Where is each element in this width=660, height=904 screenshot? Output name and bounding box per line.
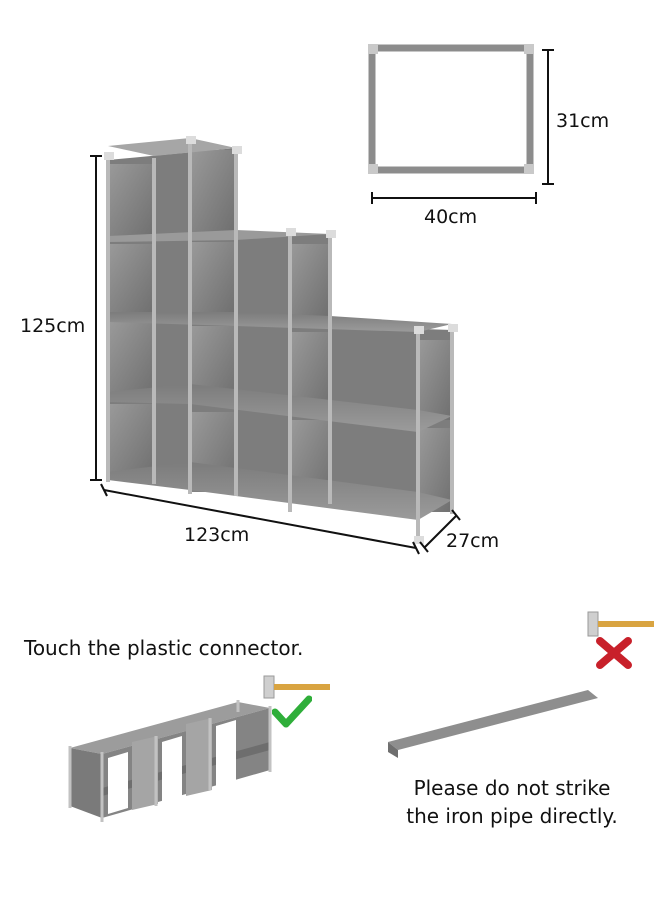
width-frame-label: 40cm — [424, 206, 478, 228]
top-frame-diagram — [368, 44, 554, 204]
depth-label: 27cm — [446, 530, 500, 552]
height-label: 125cm — [20, 315, 86, 337]
cross-icon — [596, 637, 632, 669]
cube-shelf-unit — [90, 136, 461, 555]
width-label: 123cm — [184, 524, 250, 546]
hammer-icon-warning — [587, 611, 654, 637]
hammer-icon — [263, 675, 330, 699]
check-icon — [272, 695, 312, 728]
incorrect-method-frame — [386, 638, 598, 758]
depth-frame-label: 31cm — [556, 110, 610, 132]
incorrect-method-caption: Please do not strike the iron pipe direc… — [384, 774, 640, 830]
incorrect-caption-line-1: Please do not strike — [413, 776, 611, 800]
correct-method-caption: Touch the plastic connector. — [24, 636, 304, 660]
correct-method-shelf — [68, 700, 272, 822]
incorrect-caption-line-2: the iron pipe directly. — [406, 804, 618, 828]
